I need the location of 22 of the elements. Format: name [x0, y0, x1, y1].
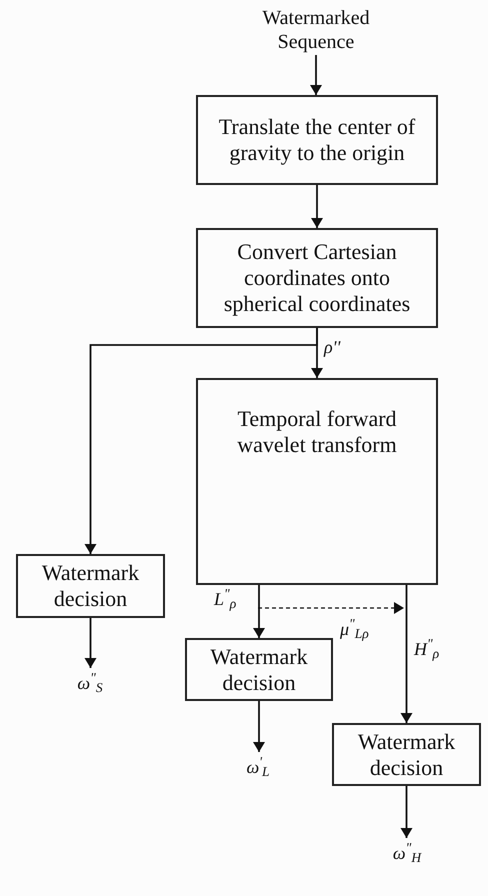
arrow	[84, 328, 318, 554]
process-box	[185, 638, 333, 701]
arrow	[253, 585, 265, 638]
process-box	[16, 554, 165, 618]
box-label: Convert Cartesian coordinates onto spherical coordinates	[222, 239, 412, 317]
box-label: Translate the center of gravity to the origin	[218, 114, 416, 166]
box-label: Watermark decision	[356, 728, 456, 780]
process-box	[196, 95, 438, 185]
arrow	[84, 618, 96, 668]
box-label: Watermark decision	[209, 644, 309, 696]
arrow	[400, 786, 412, 838]
arrow	[311, 185, 323, 228]
arrow	[400, 585, 412, 723]
arrow	[253, 701, 265, 752]
box-label: Temporal forward wavelet transform	[236, 406, 398, 458]
process-box	[196, 378, 438, 585]
arrow	[310, 55, 322, 95]
edge-label: ρ''	[324, 338, 340, 356]
process-box	[332, 723, 481, 786]
input-label: Watermarked Sequence	[261, 6, 371, 54]
process-box	[196, 228, 438, 328]
box-label: Watermark decision	[40, 560, 140, 612]
